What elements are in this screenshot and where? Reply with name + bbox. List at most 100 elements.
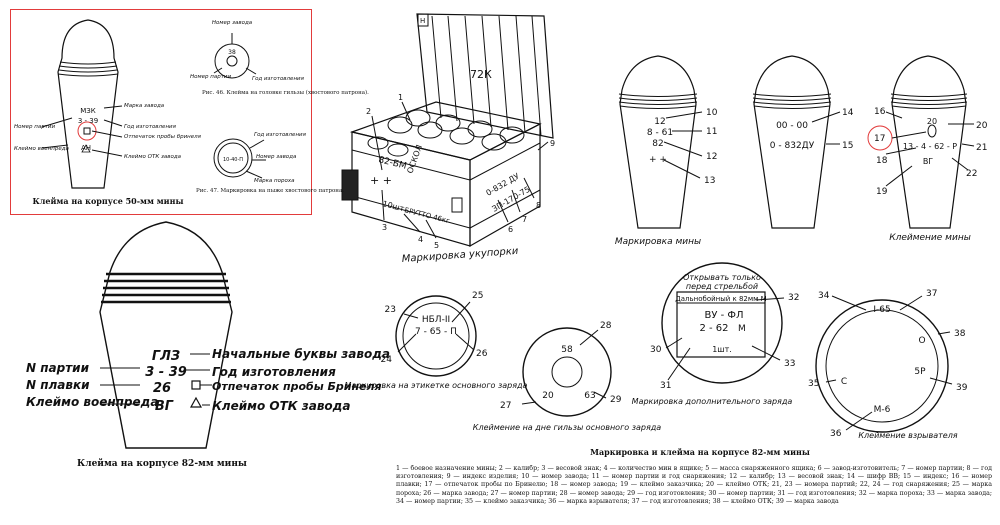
fuze-callout-2: 35 xyxy=(808,379,819,389)
main-label-mark-2: 7 - 65 - П xyxy=(415,327,457,337)
fig47-label-2: Номер завода xyxy=(256,154,297,160)
shell-base-drawing xyxy=(521,327,612,417)
mine-b-mark-2: 0 - 832ДУ xyxy=(770,141,815,151)
box-callout-9: 9 xyxy=(550,139,555,148)
add-label-callout-1: 30 xyxy=(650,345,662,355)
fig50-label-right-3: Отпечаток пробы бринеля xyxy=(124,134,202,140)
fuze-mark-4: М-6 xyxy=(874,405,891,415)
mine-c-mark-1: 20 xyxy=(927,117,937,126)
shell-base-callout-3: 29 xyxy=(610,395,622,405)
legend-text: 1 — боевое назначение мины; 2 — калибр; … xyxy=(396,465,992,505)
fig82-label-left-1: N партии xyxy=(26,361,90,375)
mine-a-callout-1: 10 xyxy=(706,108,718,118)
shell-head-drawing xyxy=(213,33,257,79)
fig50-label-left-2: Клеймо военпреда xyxy=(14,146,70,152)
mine-b-callout-2: 15 xyxy=(842,141,853,151)
box-side-mark-4: 10шт xyxy=(382,199,406,213)
mine-c-mark-2: 13 - 4 - 62 - Р xyxy=(903,142,957,151)
mine-a-mark-3: 82 xyxy=(652,139,663,149)
fig82-caption: Клейма на корпусе 82-мм мины xyxy=(77,458,247,469)
main-label-callout-2: 24 xyxy=(381,355,393,365)
mine-c-callout-2: 17 xyxy=(874,134,885,144)
main-label-mark-1: НБЛ-II xyxy=(422,315,450,325)
box-callout-3: 3 xyxy=(382,223,387,232)
add-label-line-4: ВУ - ФЛ xyxy=(704,310,743,321)
fig50-mark-2: 3 - 39 xyxy=(78,117,98,125)
additional-charge-label-drawing xyxy=(661,262,785,384)
box-lid-tag: Н xyxy=(420,17,425,25)
mine-c-callout-3: 18 xyxy=(876,156,888,166)
mine-a-callout-3: 12 xyxy=(706,152,717,162)
box-callout-5: 5 xyxy=(434,241,439,250)
shell-base-callout-2: 28 xyxy=(600,321,612,331)
fuze-caption: Клеймение взрывателя xyxy=(858,431,957,440)
fig82-label-right-3: Отпечаток пробы Бринеля xyxy=(212,380,382,393)
add-label-callout-4: 33 xyxy=(784,359,795,369)
main-label-callout-1: 23 xyxy=(385,305,396,315)
fig46-center-mark: 38 xyxy=(228,49,236,56)
box-side-mark-3: ОСКОЛ xyxy=(405,144,424,175)
mine-c-callout-7: 22 xyxy=(966,169,977,179)
box-callout-1: 1 xyxy=(398,93,403,102)
ammo-box-drawing xyxy=(341,13,554,248)
fig82-label-right-4: Клеймо ОТК завода xyxy=(212,399,350,413)
fuze-callout-6: 39 xyxy=(956,383,968,393)
highlight-frame xyxy=(10,9,312,215)
mine-b-mark-1: 00 - 00 xyxy=(776,121,808,131)
main-label-callout-4: 26 xyxy=(476,349,488,359)
shell-base-mark-2: 20 xyxy=(542,391,554,401)
box-lid-mark: 72К xyxy=(470,68,492,81)
fig50-mark-1: МЗК xyxy=(80,107,96,115)
mine-82mm-drawing xyxy=(99,221,233,449)
fig50-label-left-1: Номер партии xyxy=(14,124,56,130)
fig46-label-1: Номер завода xyxy=(212,20,253,26)
shell-base-callout-1: 27 xyxy=(500,401,511,411)
fuze-drawing xyxy=(815,295,953,433)
fig47-label-3: Марка пороха xyxy=(254,178,295,184)
brinell-mark-square xyxy=(83,127,91,135)
fig46-caption: Рис. 46. Клейма на головке гильзы (хвост… xyxy=(202,89,369,96)
fuze-callout-4: 37 xyxy=(926,289,937,299)
fuze-mark-3: 5Р xyxy=(914,367,926,377)
fig50-caption: Клейма на корпусе 50-мм мины xyxy=(32,196,183,206)
fig82-mark-4: ВГ xyxy=(155,399,174,414)
fuze-callout-1: 34 xyxy=(818,291,830,301)
fig46-label-3: Год изготовления xyxy=(252,76,305,82)
shell-base-caption: Клеймение на дне гильзы основного заряда xyxy=(473,423,661,432)
fig82-label-left-3: Клеймо военпреда xyxy=(26,395,158,409)
fig82-mark-1: ГЛЗ xyxy=(152,349,180,364)
fuze-mark-5: С xyxy=(841,377,847,387)
mine-a-callout-4: 13 xyxy=(704,176,715,186)
add-label-line-5: 2 - 62 xyxy=(699,323,728,334)
fig82-mark-3: 26 xyxy=(153,381,171,396)
add-label-caption: Маркировка дополнительного заряда xyxy=(632,397,793,406)
fig47-center-mark: 10-40-П xyxy=(223,157,243,163)
mine-a-callout-2: 11 xyxy=(706,127,717,137)
fig82-label-left-2: N плавки xyxy=(26,378,90,392)
brinell-mark-oval xyxy=(927,124,937,138)
mine-b-callout-1: 14 xyxy=(842,108,854,118)
fig47-caption: Рис. 47. Маркировка на пыже хвостового п… xyxy=(196,188,344,194)
mine-50mm-drawing xyxy=(41,19,123,189)
box-callout-6: 6 xyxy=(508,225,513,234)
fig82-mark-2: 3 - 39 xyxy=(145,365,187,380)
fig50-mark-3: АН xyxy=(81,144,91,152)
main-charge-label-drawing xyxy=(395,295,477,377)
mines-caption-branding: Клеймение мины xyxy=(889,233,971,243)
box-caption: Маркировка укупорки xyxy=(401,246,519,265)
add-label-line-7: 1шт. xyxy=(712,345,732,354)
fig46-label-2: Номер партии xyxy=(190,74,232,80)
mine-c-callout-1: 16 xyxy=(874,107,886,117)
wad-drawing xyxy=(213,138,266,179)
box-side-mark-2: + + xyxy=(370,174,392,187)
add-label-line-3: Дальнобойный к 82мм М xyxy=(675,295,766,303)
main-label-callout-3: 25 xyxy=(472,291,483,301)
mine-c-callout-4: 19 xyxy=(876,187,888,197)
add-label-line-6: М xyxy=(738,324,746,334)
fig82-label-right-2: Год изготовления xyxy=(212,365,336,379)
mine-a-drawing xyxy=(618,55,703,229)
shell-base-mark-3: 63 xyxy=(584,391,595,401)
add-label-callout-3: 32 xyxy=(788,293,799,303)
add-label-callout-2: 31 xyxy=(660,381,671,391)
